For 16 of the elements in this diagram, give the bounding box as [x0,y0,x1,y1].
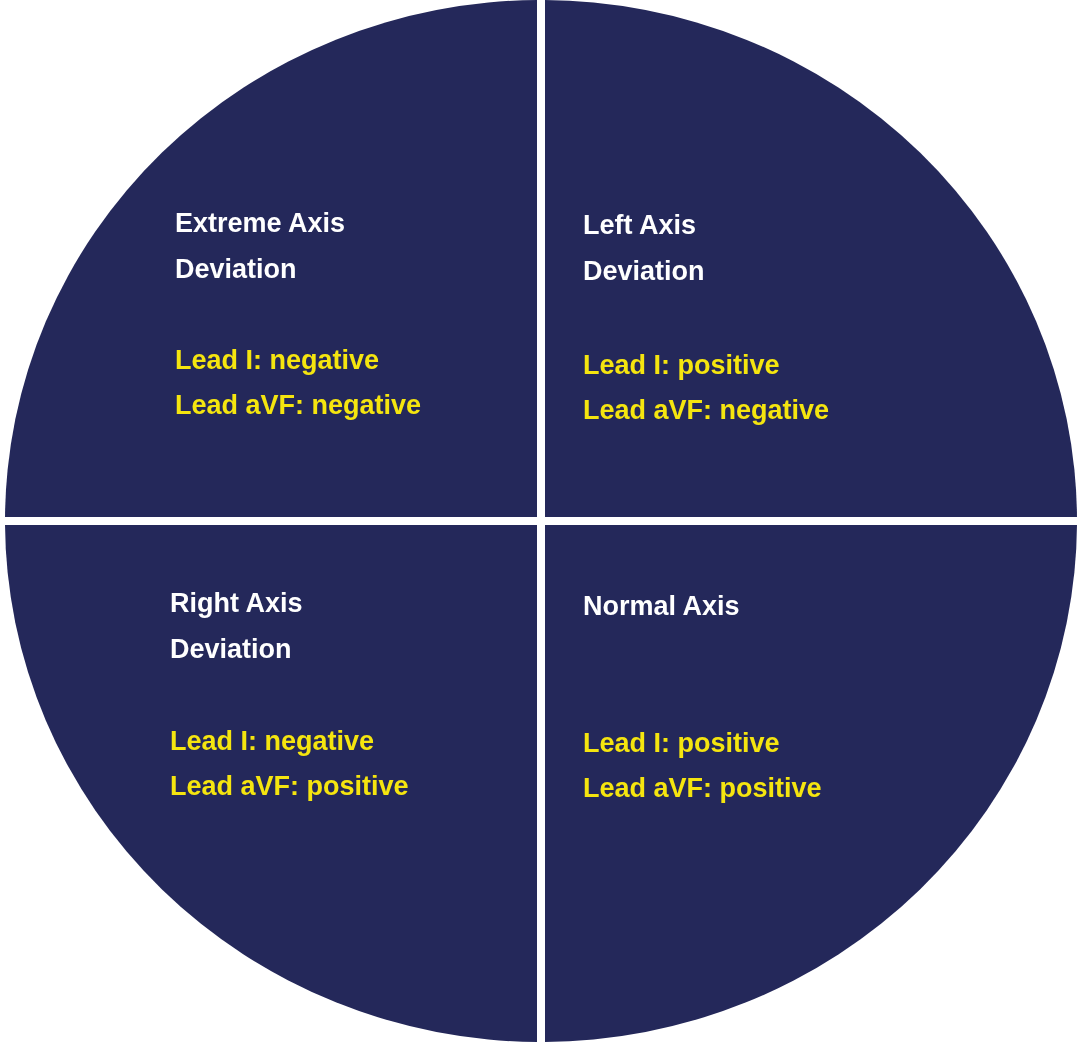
lead-polarity-text: Lead I: positive [583,727,781,760]
quadrant-panel [5,525,537,1042]
quadrant-panel [545,525,1077,1042]
quadrant-heading: Extreme Axis Deviation [175,207,347,286]
quadrant-heading: Normal Axis [583,590,741,623]
lead-polarity-text: Lead I: negative [170,725,376,758]
lead-polarity-text: Lead I: negative [175,344,381,377]
quadrant-panel [5,0,537,517]
lead-polarity-text: Lead aVF: positive [583,772,823,805]
quadrant-panel [545,0,1077,517]
quadrant-heading: Right Axis Deviation [170,587,304,666]
lead-polarity-text: Lead aVF: positive [170,770,410,803]
lead-polarity-text: Lead I: positive [583,349,781,382]
quadrant-heading: Left Axis Deviation [583,209,706,288]
lead-polarity-text: Lead aVF: negative [175,389,423,422]
lead-polarity-text: Lead aVF: negative [583,394,831,427]
